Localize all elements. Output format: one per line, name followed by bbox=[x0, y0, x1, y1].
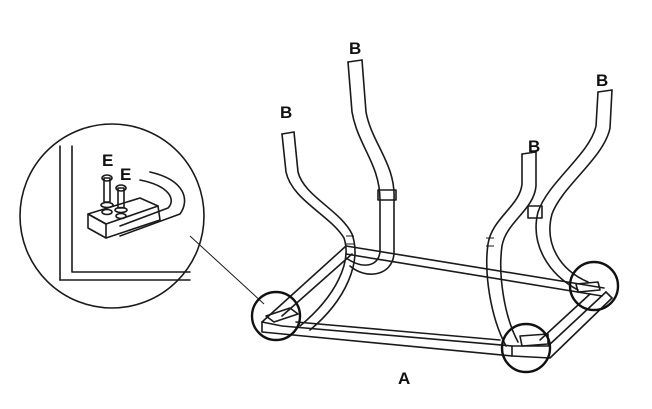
leg-tube-end bbox=[597, 89, 613, 93]
label-leg-b-1: B bbox=[280, 103, 293, 122]
leg-tube-left bbox=[535, 91, 599, 291]
bolt-hole bbox=[115, 212, 127, 220]
highlight-circle-front-left bbox=[250, 290, 302, 342]
corner-bracket-front-right bbox=[519, 333, 549, 347]
bolt-e-1 bbox=[100, 174, 114, 216]
label-leg-b-3: B bbox=[528, 137, 541, 156]
detail-connector-line bbox=[189, 235, 265, 305]
corner-bracket-front-left bbox=[265, 307, 299, 323]
front-rail-bottom bbox=[261, 321, 513, 357]
table-frame-a bbox=[261, 245, 613, 359]
left-rail-outer bbox=[261, 245, 347, 323]
leg-tube-right bbox=[499, 151, 537, 343]
highlight-circle-front-right bbox=[500, 322, 552, 374]
left-rail-inner bbox=[281, 253, 353, 317]
right-rail-top bbox=[511, 291, 607, 347]
leg-tube-left bbox=[345, 61, 381, 266]
leg-tube-right bbox=[549, 89, 613, 283]
inset-bracket-front bbox=[87, 213, 107, 239]
bolt-washer bbox=[100, 201, 114, 209]
label-leg-b-4: B bbox=[596, 71, 609, 90]
leg-tube-end bbox=[521, 151, 537, 155]
front-rail-top bbox=[261, 321, 513, 347]
back-rail-bottom bbox=[345, 253, 603, 297]
bolt-head bbox=[101, 174, 113, 182]
right-rail-end bbox=[605, 291, 613, 299]
bolt-e-2 bbox=[114, 184, 128, 220]
label-frame-a: A bbox=[398, 369, 411, 388]
inset-leg-tube-outer bbox=[119, 171, 186, 237]
front-rail-inner bbox=[295, 321, 501, 341]
leg-b-4 bbox=[527, 89, 613, 291]
leg-tube-right bbox=[293, 131, 356, 331]
right-rail-inner bbox=[539, 293, 591, 341]
bolt-washer bbox=[114, 206, 128, 214]
leg-tube-left bbox=[281, 133, 347, 327]
right-rail-bottom bbox=[511, 297, 613, 359]
inset-bracket-side bbox=[105, 205, 161, 239]
detail-inset bbox=[19, 123, 265, 309]
leg-clamp bbox=[527, 205, 543, 219]
leg-clamp bbox=[377, 189, 397, 201]
inset-frame-edge-2 bbox=[71, 145, 191, 273]
label-bolt-e-1: E bbox=[102, 151, 114, 170]
leg-b-1 bbox=[281, 131, 356, 331]
inset-leg-tube-inner bbox=[119, 179, 173, 227]
leg-b-3 bbox=[486, 151, 537, 347]
leg-tube-left bbox=[486, 153, 523, 347]
back-rail-top bbox=[345, 245, 605, 289]
leg-b-2 bbox=[345, 59, 397, 275]
highlight-circle-back-right bbox=[568, 260, 620, 312]
detail-circle bbox=[19, 123, 205, 309]
bolt-head bbox=[115, 184, 127, 192]
label-bolt-e-2: E bbox=[120, 165, 132, 184]
label-leg-b-2: B bbox=[349, 39, 362, 58]
bolt-hole bbox=[101, 208, 113, 216]
leg-tube-end bbox=[281, 131, 295, 135]
leg-tube-right bbox=[349, 59, 395, 275]
leg-tube-end bbox=[347, 59, 363, 63]
